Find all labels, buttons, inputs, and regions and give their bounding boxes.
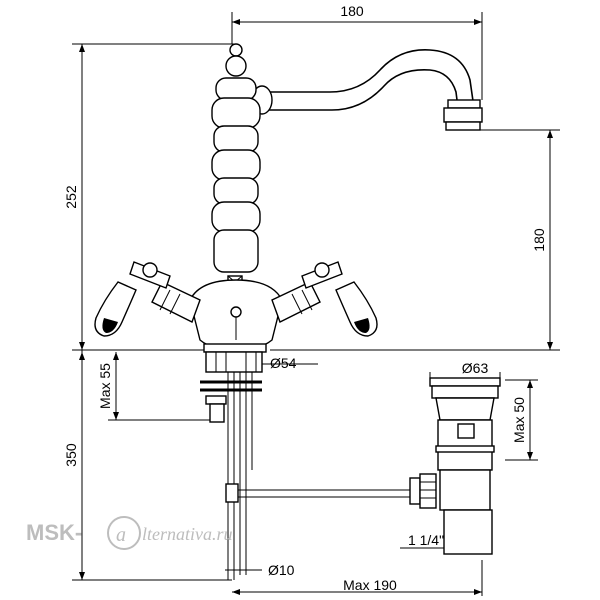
- watermark-script: lternativa.ru: [142, 524, 233, 544]
- svg-text:a: a: [116, 524, 126, 546]
- dim-waste-height: Max 50: [511, 397, 527, 443]
- dim-base-diameter: Ø54: [270, 355, 297, 371]
- popup-waste: [409, 377, 501, 555]
- watermark-at-logo: [107, 516, 141, 550]
- dim-pipe-diameter: Ø10: [268, 562, 295, 578]
- dim-spout-reach: 180: [340, 3, 364, 19]
- watermark-brand: MSK-: [26, 520, 82, 545]
- dim-thread: 1 1/4": [408, 532, 444, 548]
- watermark: MSK- a lternativa.ru: [26, 516, 233, 550]
- dim-overall-height: 252: [63, 185, 79, 209]
- dim-hose-length: 350: [63, 443, 79, 467]
- dim-spout-height: 180: [531, 228, 547, 252]
- faucet-body: [94, 43, 483, 580]
- dim-max-offset: Max 190: [343, 577, 397, 593]
- dim-max-thickness: Max 55: [97, 363, 113, 409]
- dim-waste-diameter: Ø63: [462, 360, 489, 376]
